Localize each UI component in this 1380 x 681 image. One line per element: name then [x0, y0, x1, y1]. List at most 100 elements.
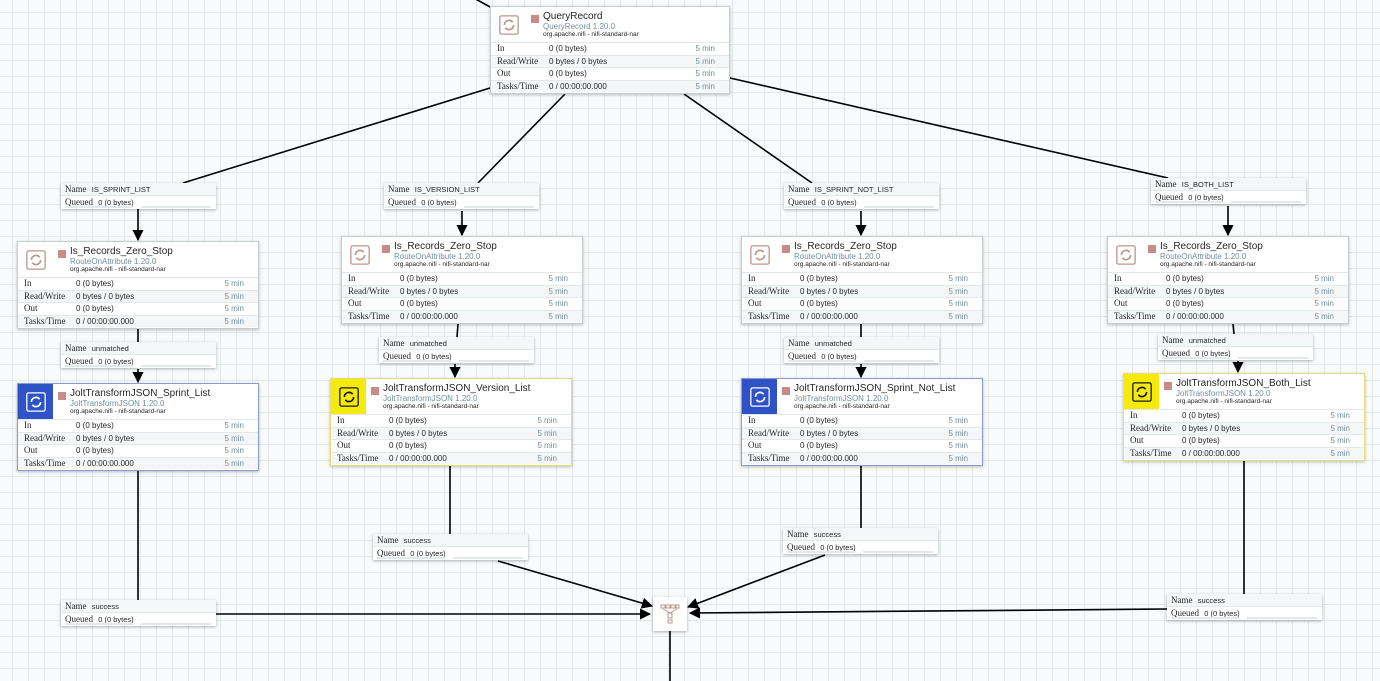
queued-value: 0 (0 bytes): [98, 615, 134, 624]
connection-label-c3[interactable]: Name IS_SPRINT_NOT_LIST Queued 0 (0 byte…: [784, 183, 939, 209]
stat-window: 5 min: [695, 81, 715, 91]
stat-row-tasks_time: Tasks/Time 0 / 00:00:00.000 5 min: [18, 314, 258, 327]
connection-label-c1[interactable]: Name IS_SPRINT_LIST Queued 0 (0 bytes): [61, 183, 216, 209]
processor-name: Is_Records_Zero_Stop: [394, 241, 497, 252]
queued-value: 0 (0 bytes): [410, 549, 446, 558]
processor-type: JoltTransformJSON 1.20.0: [70, 399, 165, 408]
connection-label-c6[interactable]: Name unmatched Queued 0 (0 bytes): [379, 337, 534, 363]
funnel[interactable]: [653, 597, 687, 631]
queued-value: 0 (0 bytes): [821, 352, 857, 361]
edge-c3[interactable]: [683, 93, 813, 184]
edge-c1[interactable]: [182, 87, 491, 184]
connection-name: IS_SPRINT_NOT_LIST: [814, 185, 894, 194]
connection-label-c8[interactable]: Name unmatched Queued 0 (0 bytes): [1158, 334, 1313, 360]
processor-header: JoltTransformJSON_Sprint_Not_List JoltTr…: [742, 379, 982, 414]
connection-label-c4[interactable]: Name IS_BOTH_LIST Queued 0 (0 bytes): [1151, 178, 1306, 204]
stat-label: Out: [1130, 435, 1144, 445]
funnel-icon: [660, 604, 680, 624]
stat-window: 5 min: [224, 446, 244, 455]
connection-label-c12[interactable]: Name success Queued 0 (0 bytes): [1167, 594, 1322, 620]
edge-c8-up[interactable]: [1232, 323, 1235, 335]
stat-row-out: Out 0 (0 bytes) 5 min: [742, 297, 982, 310]
queued-label: Queued: [65, 197, 93, 207]
edge-c6-up[interactable]: [456, 323, 459, 338]
edge-c4[interactable]: [729, 77, 1169, 179]
queued-label: Queued: [388, 197, 416, 207]
connection-label-c2[interactable]: Name IS_VERSION_LIST Queued 0 (0 bytes): [384, 183, 539, 209]
queue-size-bar: [864, 206, 934, 208]
processor-bundle: org.apache.nifi - nifi-standard-nar: [383, 403, 479, 410]
stat-value: 0 bytes / 0 bytes: [1166, 286, 1225, 296]
processor-header: Is_Records_Zero_Stop RouteOnAttribute 1.…: [342, 237, 582, 272]
processor-zero1[interactable]: Is_Records_Zero_Stop RouteOnAttribute 1.…: [17, 241, 259, 329]
processor-name: Is_Records_Zero_Stop: [1160, 241, 1263, 252]
processor-type: RouteOnAttribute 1.20.0: [394, 252, 481, 261]
queue-size-bar: [1238, 357, 1308, 359]
processor-icon-box: [742, 379, 777, 414]
stat-value: 0 (0 bytes): [389, 416, 427, 425]
processor-jolt1[interactable]: JoltTransformJSON_Sprint_List JoltTransf…: [17, 383, 259, 471]
queued-value: 0 (0 bytes): [1204, 609, 1240, 618]
stat-label: In: [748, 415, 756, 425]
connection-name: success: [813, 530, 841, 539]
stat-label: Out: [748, 298, 762, 308]
processor-header: QueryRecord QueryRecord 1.20.0 org.apach…: [491, 7, 729, 42]
stat-window: 5 min: [695, 44, 715, 53]
processor-icon: [25, 249, 46, 270]
name-label: Name: [383, 338, 405, 348]
processor-jolt4[interactable]: JoltTransformJSON_Both_List JoltTransfor…: [1123, 373, 1365, 461]
stat-label: Tasks/Time: [348, 310, 390, 321]
processor-jolt2[interactable]: JoltTransformJSON_Version_List JoltTrans…: [330, 378, 572, 466]
connection-name: success: [1197, 596, 1225, 605]
stat-window: 5 min: [224, 291, 244, 301]
edge-into-query[interactable]: [470, 0, 493, 9]
connection-queued-row: Queued 0 (0 bytes): [61, 355, 216, 368]
stat-value: 0 (0 bytes): [389, 441, 427, 450]
connection-label-c11[interactable]: Name success Queued 0 (0 bytes): [783, 528, 938, 554]
processor-header: JoltTransformJSON_Version_List JoltTrans…: [331, 379, 571, 414]
stat-value: 0 (0 bytes): [1166, 299, 1204, 308]
edge-c2[interactable]: [477, 93, 566, 184]
connection-label-c10[interactable]: Name success Queued 0 (0 bytes): [373, 534, 528, 560]
stat-value: 0 bytes / 0 bytes: [76, 291, 135, 301]
processor-icon-box: [18, 384, 53, 419]
stat-label: Read/Write: [24, 432, 66, 443]
connection-label-c5[interactable]: Name unmatched Queued 0 (0 bytes): [61, 342, 216, 368]
stat-window: 5 min: [548, 286, 568, 296]
connection-label-c7[interactable]: Name unmatched Queued 0 (0 bytes): [784, 337, 939, 363]
stat-label: Out: [337, 440, 351, 450]
connection-label-c9[interactable]: Name success Queued 0 (0 bytes): [61, 600, 216, 626]
processor-zero4[interactable]: Is_Records_Zero_Stop RouteOnAttribute 1.…: [1107, 236, 1349, 324]
stat-value: 0 bytes / 0 bytes: [400, 286, 459, 296]
edge-c12-funnel[interactable]: [688, 607, 1169, 619]
stat-row-tasks_time: Tasks/Time 0 / 00:00:00.000 5 min: [742, 451, 982, 464]
connection-queued-row: Queued 0 (0 bytes): [1158, 347, 1313, 360]
processor-zero2[interactable]: Is_Records_Zero_Stop RouteOnAttribute 1.…: [341, 236, 583, 324]
queue-size-bar: [464, 206, 534, 208]
stat-value: 0 bytes / 0 bytes: [389, 428, 448, 438]
stat-value: 0 (0 bytes): [800, 299, 838, 308]
processor-type: JoltTransformJSON 1.20.0: [794, 394, 889, 403]
processor-jolt3[interactable]: JoltTransformJSON_Sprint_Not_List JoltTr…: [741, 378, 983, 466]
processor-icon-box: [1124, 374, 1159, 409]
edge-c10-funnel[interactable]: [497, 560, 654, 609]
processor-type: JoltTransformJSON 1.20.0: [1176, 389, 1271, 398]
stat-label: In: [24, 420, 32, 430]
queued-label: Queued: [65, 614, 93, 624]
stat-window: 5 min: [695, 56, 715, 66]
stat-row-read_write: Read/Write 0 bytes / 0 bytes 5 min: [742, 426, 982, 439]
stat-value: 0 (0 bytes): [549, 44, 587, 53]
name-label: Name: [788, 338, 810, 348]
stat-row-tasks_time: Tasks/Time 0 / 00:00:00.000 5 min: [491, 79, 729, 92]
stat-window: 5 min: [1314, 311, 1334, 321]
processor-query[interactable]: QueryRecord QueryRecord 1.20.0 org.apach…: [490, 6, 730, 94]
stat-value: 0 (0 bytes): [1182, 436, 1220, 445]
edge-c11-funnel[interactable]: [686, 554, 826, 609]
processor-type: QueryRecord 1.20.0: [543, 22, 616, 31]
stat-label: In: [348, 273, 356, 283]
processor-zero3[interactable]: Is_Records_Zero_Stop RouteOnAttribute 1.…: [741, 236, 983, 324]
stat-row-in: In 0 (0 bytes) 5 min: [18, 277, 258, 290]
processor-header: Is_Records_Zero_Stop RouteOnAttribute 1.…: [18, 242, 258, 277]
stat-label: Read/Write: [1130, 422, 1172, 433]
stat-row-in: In 0 (0 bytes) 5 min: [331, 414, 571, 427]
